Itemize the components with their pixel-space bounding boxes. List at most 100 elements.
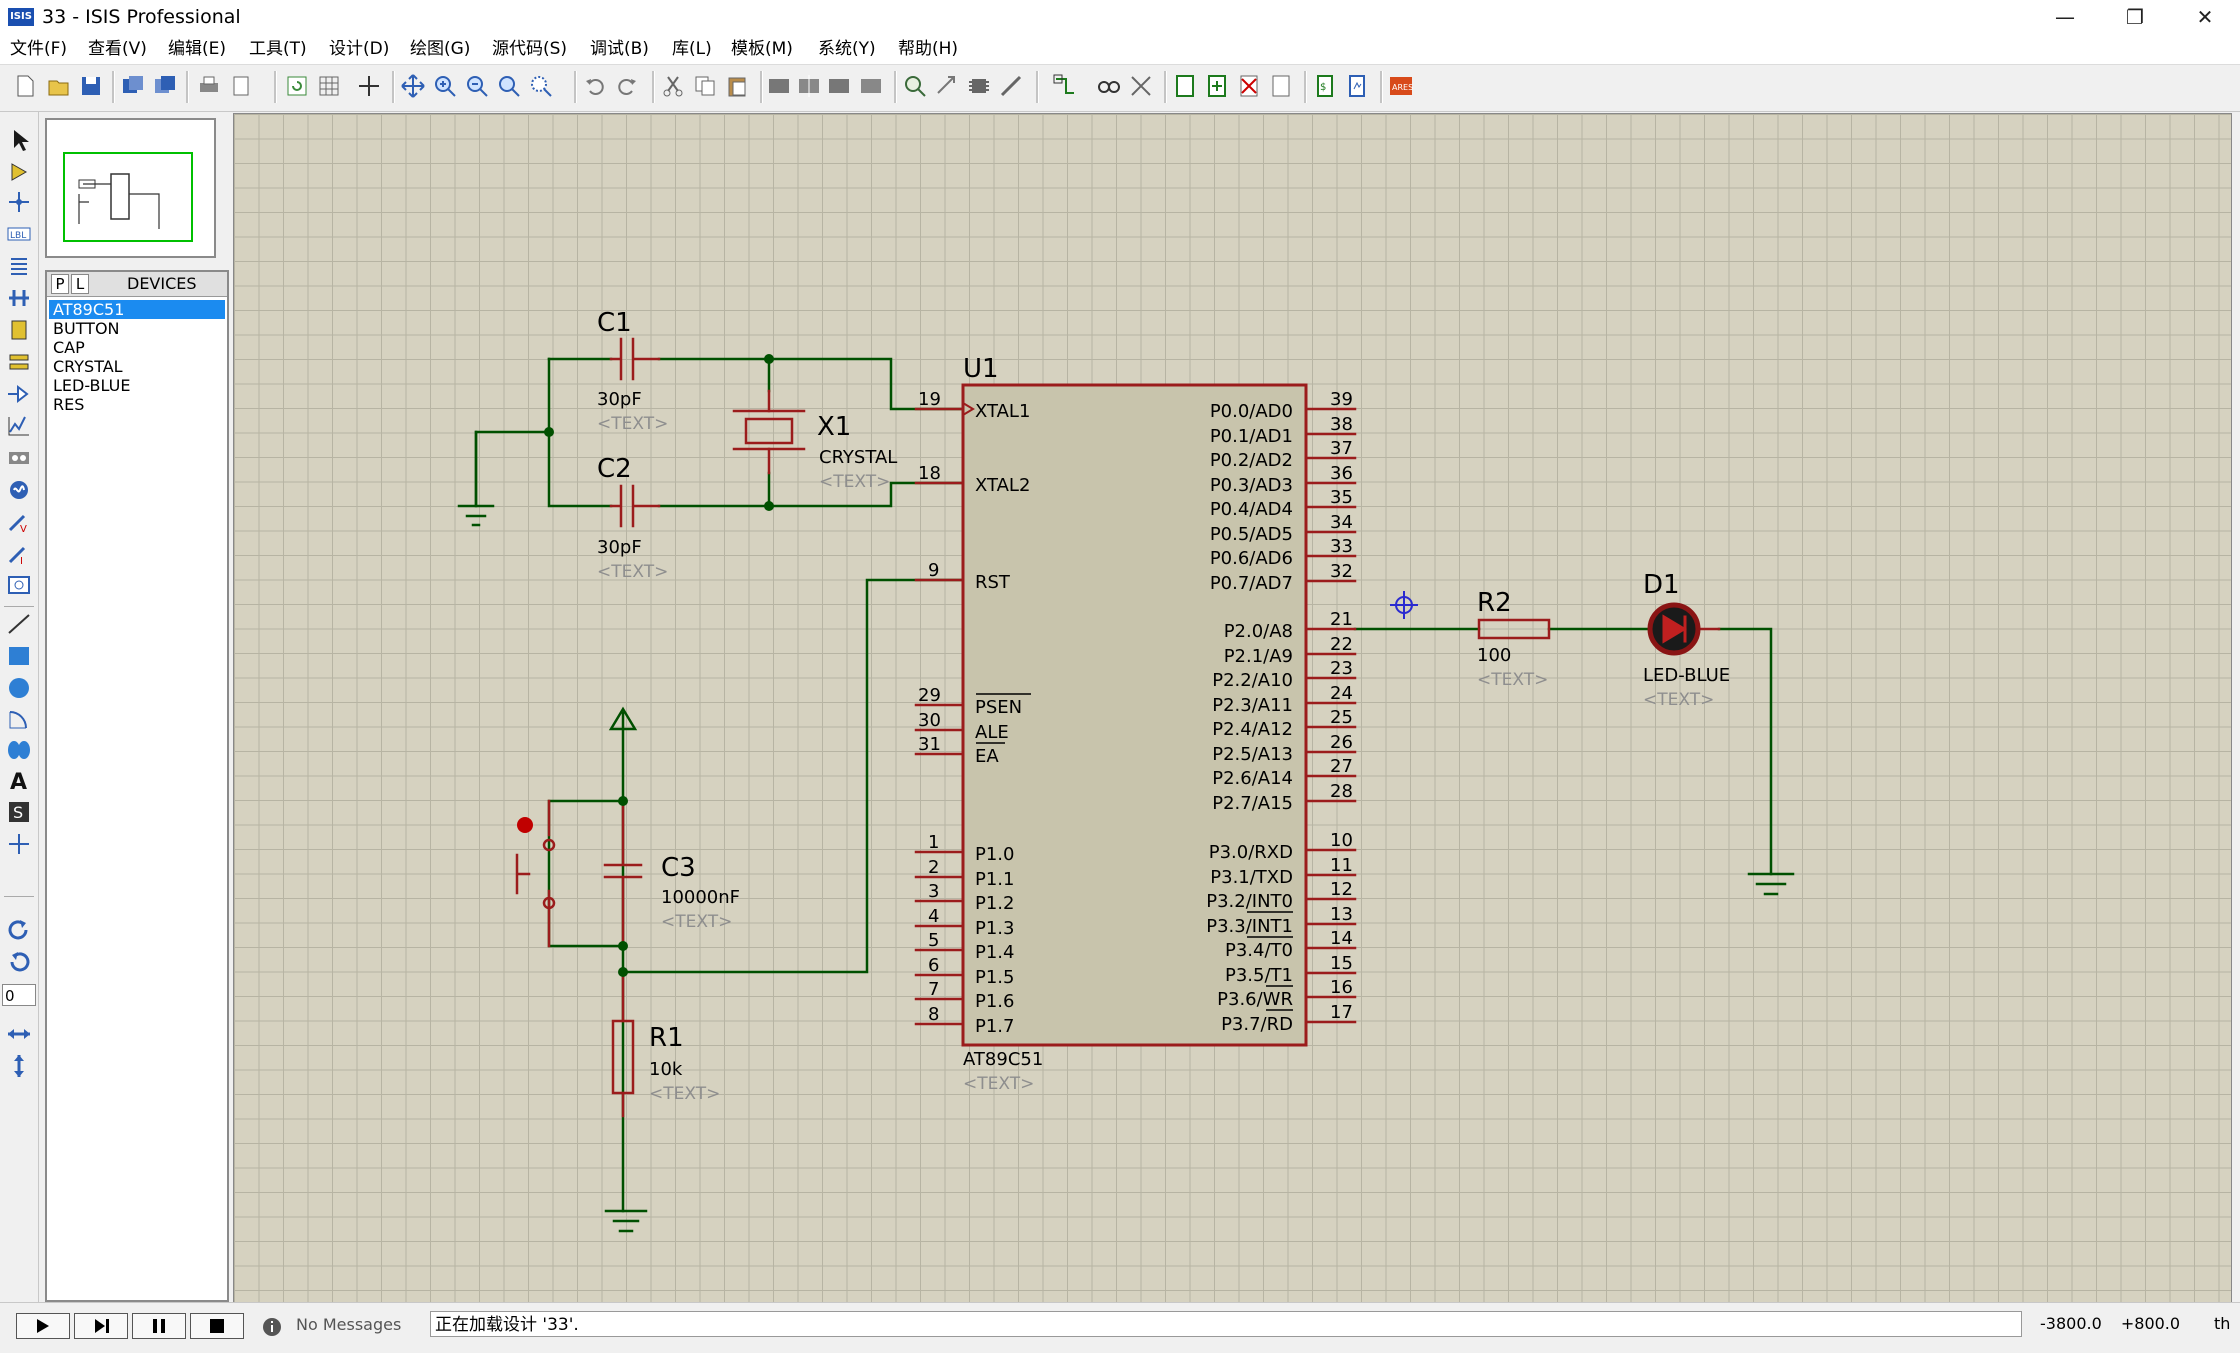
new-file-icon[interactable] (12, 73, 38, 99)
menu-template[interactable]: 模板(M) (731, 39, 793, 59)
schematic-editing-window[interactable]: C1 C2 X1 C3 R1 R2 D1 U1 30pF 30pF CRYSTA… (233, 113, 2232, 1303)
button-actuator-dot[interactable] (517, 817, 533, 833)
undo-icon[interactable] (582, 73, 608, 99)
overview-window[interactable] (45, 118, 216, 258)
graph-icon[interactable] (6, 414, 32, 438)
u1-body[interactable] (961, 383, 1308, 1047)
line-icon[interactable] (6, 612, 32, 636)
wire-label-icon[interactable]: LBL (6, 222, 32, 246)
remove-sheet-icon[interactable] (1236, 73, 1262, 99)
units-toggle[interactable]: th (2214, 1314, 2231, 1333)
print-icon[interactable] (196, 73, 222, 99)
close-button[interactable]: ✕ (2196, 5, 2214, 29)
pause-button[interactable] (132, 1313, 186, 1339)
selection-mode-icon[interactable] (6, 128, 32, 152)
subcircuit-icon[interactable] (6, 318, 32, 342)
menu-system[interactable]: 系统(Y) (818, 39, 876, 59)
grid-icon[interactable] (316, 73, 342, 99)
device-item-res[interactable]: RES (53, 395, 85, 414)
copy-icon[interactable] (692, 73, 718, 99)
text-icon[interactable]: A (6, 768, 32, 792)
minimize-button[interactable]: — (2055, 5, 2075, 29)
search-tag-icon[interactable] (1096, 73, 1122, 99)
generator-icon[interactable] (6, 478, 32, 502)
menu-edit[interactable]: 编辑(E) (168, 39, 227, 59)
property-assign-icon[interactable] (1128, 73, 1154, 99)
netlist-to-ares-icon[interactable]: ARES (1388, 73, 1414, 99)
zoom-out-icon[interactable] (464, 73, 490, 99)
play-button[interactable] (16, 1313, 70, 1339)
rotate-anticlockwise-icon[interactable] (6, 950, 32, 974)
cut-icon[interactable] (660, 73, 686, 99)
block-move-icon[interactable] (796, 73, 822, 99)
paste-icon[interactable] (724, 73, 750, 99)
device-item-at89c51[interactable]: AT89C51 (49, 300, 225, 319)
box-icon[interactable] (6, 644, 32, 668)
rotate-clockwise-icon[interactable] (6, 918, 32, 942)
menu-file[interactable]: 文件(F) (10, 39, 68, 59)
menu-help[interactable]: 帮助(H) (898, 39, 959, 59)
terminal-icon[interactable] (6, 350, 32, 374)
electrical-check-icon[interactable] (1344, 73, 1370, 99)
block-delete-icon[interactable] (858, 73, 884, 99)
open-folder-icon[interactable] (46, 73, 72, 99)
mirror-vertical-icon[interactable] (6, 1054, 32, 1078)
block-copy-icon[interactable] (766, 73, 792, 99)
device-pin-icon[interactable] (6, 382, 32, 406)
closed-path-icon[interactable] (6, 738, 32, 762)
wire-autorouter-icon[interactable] (1052, 73, 1078, 99)
pick-devices-button[interactable]: P (51, 274, 69, 294)
zoom-in-icon[interactable] (432, 73, 458, 99)
export-icon[interactable] (152, 73, 178, 99)
menu-design[interactable]: 设计(D) (329, 39, 390, 59)
save-icon[interactable] (78, 73, 104, 99)
menu-source[interactable]: 源代码(S) (492, 39, 568, 59)
zoom-all-icon[interactable] (496, 73, 522, 99)
message-count[interactable]: No Messages (296, 1315, 402, 1334)
exit-parent-icon[interactable] (1268, 73, 1294, 99)
arc-icon[interactable] (6, 708, 32, 732)
device-item-crystal[interactable]: CRYSTAL (53, 357, 123, 376)
device-item-cap[interactable]: CAP (53, 338, 85, 357)
marker-icon[interactable] (6, 832, 32, 856)
text-script-icon[interactable] (6, 254, 32, 278)
symbol-icon[interactable]: S (6, 800, 32, 824)
pan-icon[interactable] (400, 73, 426, 99)
device-item-button[interactable]: BUTTON (53, 319, 120, 338)
zoom-area-icon[interactable] (528, 73, 554, 99)
device-item-led-blue[interactable]: LED-BLUE (53, 376, 131, 395)
make-device-icon[interactable] (934, 73, 960, 99)
import-icon[interactable] (120, 73, 146, 99)
current-probe-icon[interactable]: I (6, 542, 32, 566)
mirror-horizontal-icon[interactable] (6, 1022, 32, 1046)
print-area-icon[interactable] (228, 73, 254, 99)
virtual-instrument-icon[interactable] (6, 574, 32, 598)
bill-of-materials-icon[interactable]: $ (1312, 73, 1338, 99)
redo-icon[interactable] (614, 73, 640, 99)
menu-graph[interactable]: 绘图(G) (410, 39, 471, 59)
menu-tools[interactable]: 工具(T) (249, 39, 307, 59)
maximize-button[interactable]: ❐ (2126, 5, 2144, 29)
stop-button[interactable] (190, 1313, 244, 1339)
pick-device-icon[interactable] (902, 73, 928, 99)
junction-dot-icon[interactable] (6, 190, 32, 214)
redraw-icon[interactable] (284, 73, 310, 99)
new-sheet-icon[interactable] (1172, 73, 1198, 99)
add-sheet-icon[interactable] (1204, 73, 1230, 99)
decompose-icon[interactable] (998, 73, 1024, 99)
menu-library[interactable]: 库(L) (672, 39, 712, 59)
packaging-icon[interactable] (966, 73, 992, 99)
block-rotate-icon[interactable] (826, 73, 852, 99)
bus-icon[interactable] (6, 286, 32, 310)
schematic-drawing[interactable]: C1 C2 X1 C3 R1 R2 D1 U1 30pF 30pF CRYSTA… (234, 114, 2231, 1302)
circle-icon[interactable] (6, 676, 32, 700)
component-mode-icon[interactable] (6, 160, 32, 184)
rotation-angle-input[interactable]: 0 (2, 984, 36, 1006)
step-button[interactable] (74, 1313, 128, 1339)
menu-view[interactable]: 查看(V) (88, 39, 147, 59)
origin-icon[interactable] (356, 73, 382, 99)
overview-viewport[interactable] (63, 152, 193, 242)
library-manager-button[interactable]: L (71, 274, 89, 294)
voltage-probe-icon[interactable]: V (6, 510, 32, 534)
menu-debug[interactable]: 调试(B) (590, 39, 649, 59)
